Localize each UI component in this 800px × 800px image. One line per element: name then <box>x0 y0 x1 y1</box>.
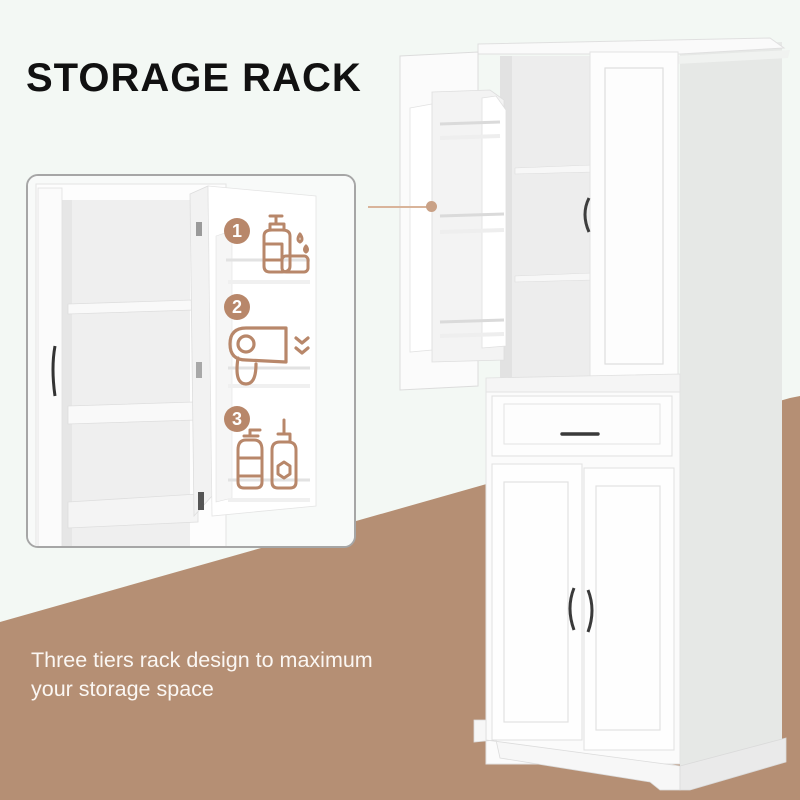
caption-line-1: Three tiers rack design to maximum <box>31 648 373 672</box>
tier-1-badge: 1 <box>224 218 250 244</box>
feature-caption: Three tiers rack design to maximum your … <box>31 646 461 704</box>
hair-dryer-icon <box>228 326 310 386</box>
skincare-bottles-icon <box>236 418 298 490</box>
lotion-pump-bottle-and-soap-icon <box>262 214 310 274</box>
caption-line-2: your storage space <box>31 677 214 701</box>
tall-cabinet-image <box>399 37 790 791</box>
callout-connector-line <box>368 206 430 208</box>
callout-connector-dot <box>426 201 437 212</box>
tier-3-badge: 3 <box>224 406 250 432</box>
rack-closeup-inset: 1 2 3 <box>26 174 356 548</box>
tier-2-badge: 2 <box>224 294 250 320</box>
page-title: STORAGE RACK <box>26 56 362 100</box>
